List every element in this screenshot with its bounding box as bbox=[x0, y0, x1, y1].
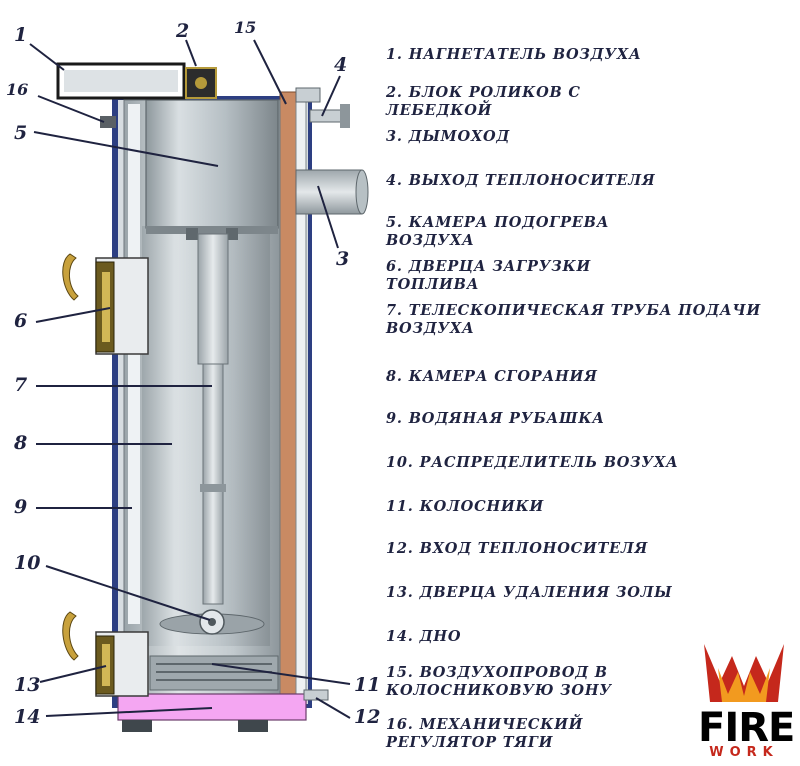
legend-item: 12.ВХОД ТЕПЛОНОСИТЕЛЯ bbox=[386, 540, 649, 557]
pipe-coupling bbox=[200, 484, 226, 492]
coolant-inlet bbox=[303, 689, 329, 701]
outlet-flange bbox=[340, 104, 350, 128]
bottom bbox=[117, 693, 307, 732]
callout-4: 4 bbox=[334, 54, 348, 76]
callout-14: 14 bbox=[14, 706, 41, 728]
callout-12: 12 bbox=[354, 706, 381, 728]
legend-item: 11.КОЛОСНИКИ bbox=[386, 498, 544, 515]
foot-left bbox=[122, 720, 152, 732]
logo-text-fire: FIRE bbox=[698, 705, 795, 751]
air-duct-15 bbox=[279, 91, 297, 705]
air-heating-chamber bbox=[145, 99, 279, 240]
legend-item: 9.ВОДЯНАЯ РУБАШКА bbox=[386, 410, 605, 427]
leader-13 bbox=[39, 665, 107, 683]
loading-door bbox=[62, 253, 149, 355]
chimney-mouth bbox=[355, 169, 369, 215]
callout-5: 5 bbox=[14, 122, 28, 144]
coolant-outlet bbox=[295, 87, 350, 128]
legend-item: 14.ДНО bbox=[386, 628, 462, 645]
door-latch bbox=[102, 272, 110, 342]
ash-door bbox=[62, 611, 149, 697]
roller-block bbox=[185, 67, 217, 99]
callout-13: 13 bbox=[14, 674, 41, 696]
leader-15 bbox=[253, 39, 287, 105]
legend-item: 4.ВЫХОД ТЕПЛОНОСИТЕЛЯ bbox=[386, 172, 656, 189]
blower bbox=[56, 62, 186, 100]
bottom-plate bbox=[117, 693, 307, 721]
air-distributor bbox=[159, 609, 265, 635]
chimney-pipe bbox=[295, 169, 363, 215]
foot-right bbox=[238, 720, 268, 732]
grates bbox=[149, 655, 279, 691]
callout-9: 9 bbox=[14, 496, 28, 518]
bolt-right bbox=[226, 228, 238, 240]
legend-item: 2.БЛОК РОЛИКОВ С ЛЕБЕДКОЙ bbox=[386, 84, 581, 120]
telescopic-pipe bbox=[197, 233, 229, 605]
leader-3 bbox=[317, 185, 339, 249]
leader-14 bbox=[45, 707, 213, 717]
legend-item: 8.КАМЕРА СГОРАНИЯ bbox=[386, 368, 598, 385]
callout-16: 16 bbox=[6, 80, 29, 99]
pipe-upper bbox=[197, 233, 229, 365]
leader-6 bbox=[35, 307, 111, 323]
leader-lines bbox=[29, 39, 351, 719]
legend-item: 1.НАГНЕТАТЕЛЬ ВОЗДУХА bbox=[386, 46, 642, 63]
callout-7: 7 bbox=[14, 374, 28, 396]
leader-4 bbox=[321, 75, 341, 117]
leader-5 bbox=[33, 131, 219, 167]
blower-inner bbox=[64, 70, 178, 92]
leader-11 bbox=[211, 663, 351, 685]
legend-item: 10.РАСПРЕДЕЛИТЕЛЬ ВОЗУХА bbox=[386, 454, 679, 471]
callout-2: 2 bbox=[176, 20, 190, 42]
legend-item: 16.МЕХАНИЧЕСКИЙ РЕГУЛЯТОР ТЯГИ bbox=[386, 716, 584, 752]
outlet-elbow bbox=[295, 87, 321, 103]
ash-door-latch bbox=[102, 644, 110, 686]
heating-chamber-base bbox=[146, 226, 278, 234]
roller-wheel bbox=[195, 77, 207, 89]
jacket-highlight bbox=[128, 104, 140, 624]
legend-item: 15.ВОЗДУХОПРОВОД В КОЛОСНИКОВУЮ ЗОНУ bbox=[386, 664, 612, 700]
leader-10 bbox=[45, 565, 211, 621]
bolt-left bbox=[186, 228, 198, 240]
logo-text-work: WORK bbox=[709, 745, 779, 760]
legend-item: 5.КАМЕРА ПОДОГРЕВА ВОЗДУХА bbox=[386, 214, 610, 250]
leader-1 bbox=[29, 43, 65, 71]
chimney bbox=[295, 169, 369, 215]
legend-item: 3.ДЫМОХОД bbox=[386, 128, 511, 145]
draft-regulator bbox=[100, 116, 116, 128]
callout-10: 10 bbox=[14, 552, 41, 574]
callout-8: 8 bbox=[14, 432, 28, 454]
callout-3: 3 bbox=[336, 248, 350, 270]
leader-2 bbox=[185, 39, 197, 67]
callout-11: 11 bbox=[354, 674, 381, 696]
firework-logo: FIRE WORK bbox=[698, 638, 795, 762]
legend-item: 6.ДВЕРЦА ЗАГРУЗКИ ТОПЛИВА bbox=[386, 258, 592, 294]
callout-6: 6 bbox=[14, 310, 28, 332]
ash-door-handle bbox=[62, 611, 79, 661]
callout-1: 1 bbox=[14, 24, 28, 46]
door-handle bbox=[62, 253, 79, 301]
legend-item: 13.ДВЕРЦА УДАЛЕНИЯ ЗОЛЫ bbox=[386, 584, 673, 601]
legend-item: 7.ТЕЛЕСКОПИЧЕСКАЯ ТРУБА ПОДАЧИ ВОЗДУХА bbox=[386, 302, 761, 338]
leader-12 bbox=[315, 697, 351, 719]
leader-16 bbox=[37, 95, 105, 123]
flame-crown-icon bbox=[704, 644, 784, 702]
callout-15: 15 bbox=[234, 18, 257, 37]
